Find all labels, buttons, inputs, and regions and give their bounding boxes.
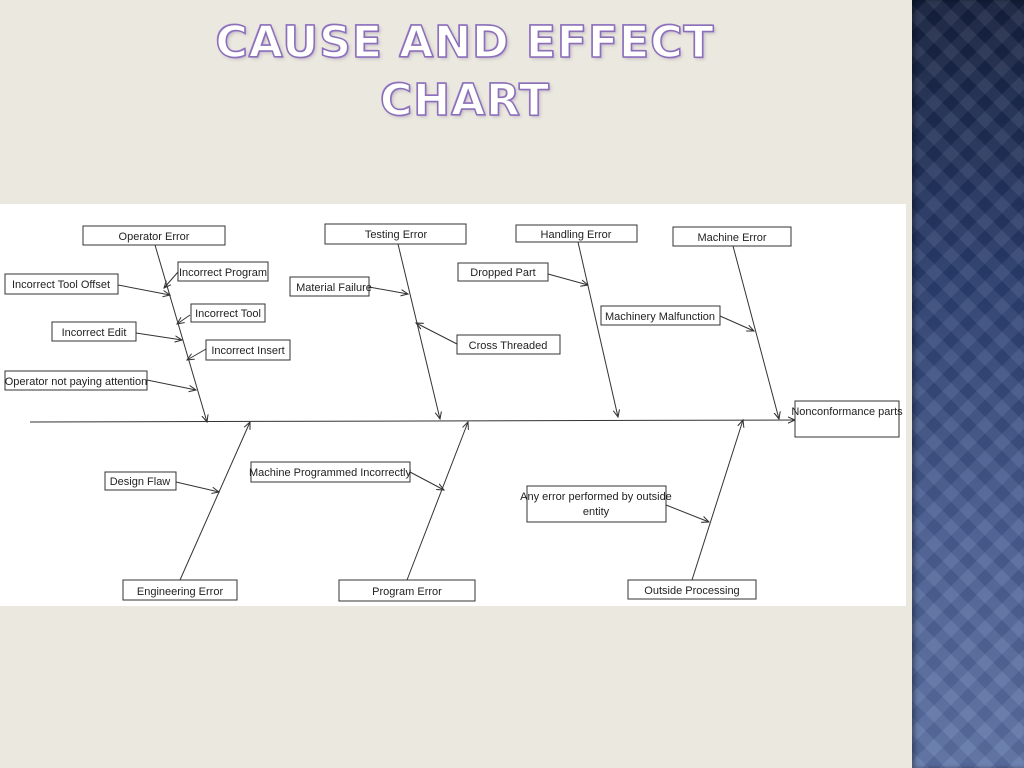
box-incorrect-insert — [205, 339, 291, 361]
box-engineering-error — [122, 579, 238, 601]
slide-title: CAUSE AND EFFECT CHART — [215, 16, 715, 127]
arrow-operator-attention — [146, 379, 196, 390]
box-machine-error — [672, 226, 792, 247]
spine-line — [29, 420, 795, 422]
box-incorrect-tool-offset — [4, 273, 119, 295]
bone-machine — [732, 245, 779, 419]
label-cross-threaded: Cross Threaded — [469, 340, 548, 352]
box-design-flaw — [104, 471, 177, 491]
bone-program — [406, 422, 468, 581]
arrow-machinery-malfunction — [719, 315, 754, 331]
arrow-material-failure — [368, 286, 408, 294]
box-effect — [794, 400, 900, 438]
label-incorrect-insert: Incorrect Insert — [211, 345, 284, 357]
arrow-outside-entity — [665, 504, 709, 522]
arrow-incorrect-program — [164, 271, 179, 288]
bone-testing — [397, 243, 440, 419]
arrow-dropped-part — [547, 273, 588, 285]
box-outside-processing — [627, 579, 757, 600]
label-effect: Nonconformance parts — [791, 406, 903, 418]
bone-outside — [691, 420, 743, 581]
bone-operator — [154, 244, 207, 422]
label-machine-error: Machine Error — [697, 232, 766, 244]
label-outside-entity-2: entity — [583, 506, 610, 518]
label-machinery-malfunction: Machinery Malfunction — [605, 311, 715, 323]
arrow-incorrect-insert — [187, 348, 207, 360]
fishbone-diagram: Operator Error Testing Error Handling Er… — [0, 204, 906, 606]
label-incorrect-program: Incorrect Program — [179, 267, 267, 279]
box-material-failure — [289, 276, 370, 297]
bone-engineering — [179, 422, 250, 581]
slide: CAUSE AND EFFECT CHART — [0, 16, 906, 606]
label-program-error: Program Error — [372, 586, 442, 598]
label-outside-processing: Outside Processing — [644, 585, 739, 597]
arrow-machine-programmed — [409, 471, 444, 490]
label-testing-error: Testing Error — [365, 229, 428, 241]
label-operator-error: Operator Error — [119, 231, 190, 243]
label-incorrect-tool: Incorrect Tool — [195, 308, 261, 320]
arrow-incorrect-tool-offset — [117, 284, 170, 295]
box-incorrect-edit — [51, 321, 137, 342]
arrow-design-flaw — [175, 481, 219, 492]
label-material-failure: Material Failure — [296, 282, 372, 294]
box-cross-threaded — [456, 334, 561, 355]
bone-handling — [577, 241, 618, 417]
box-incorrect-tool — [190, 303, 266, 323]
arrow-cross-threaded — [416, 323, 458, 345]
box-machine-programmed — [250, 461, 411, 483]
arrow-incorrect-tool — [177, 314, 191, 324]
box-operator-error — [82, 225, 226, 246]
label-design-flaw: Design Flaw — [110, 476, 171, 488]
label-dropped-part: Dropped Part — [470, 267, 535, 279]
arrow-incorrect-edit — [135, 332, 182, 340]
label-handling-error: Handling Error — [541, 229, 612, 241]
fishbone-svg: Operator Error Testing Error Handling Er… — [4, 223, 903, 602]
decorative-sidebar — [912, 0, 1024, 768]
box-testing-error — [324, 223, 467, 245]
box-outside-entity — [526, 485, 667, 523]
label-machine-programmed: Machine Programmed Incorrectly — [249, 467, 412, 479]
box-dropped-part — [457, 262, 549, 282]
box-incorrect-program — [177, 261, 269, 282]
box-program-error — [338, 579, 476, 602]
label-outside-entity-1: Any error performed by outside — [520, 491, 672, 503]
label-engineering-error: Engineering Error — [137, 586, 224, 598]
box-handling-error — [515, 224, 638, 243]
label-incorrect-edit: Incorrect Edit — [62, 327, 127, 339]
box-operator-attention — [4, 370, 148, 391]
label-operator-attention: Operator not paying attention — [5, 376, 147, 388]
label-incorrect-tool-offset: Incorrect Tool Offset — [12, 279, 110, 291]
box-machinery-malfunction — [600, 305, 721, 326]
